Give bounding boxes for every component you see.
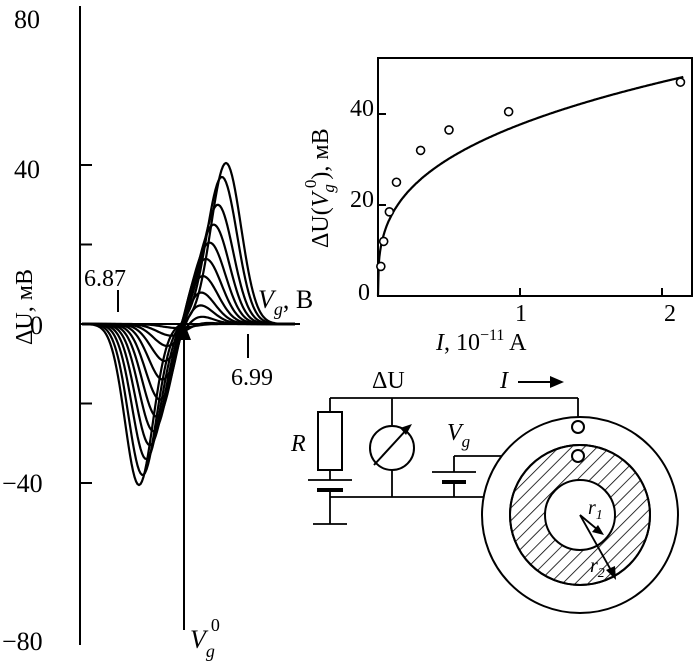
right-ytick-0: 0 bbox=[358, 280, 370, 306]
ring-outer-edge bbox=[509, 444, 651, 586]
meter-label: ΔU bbox=[372, 368, 405, 394]
fit-curve bbox=[376, 75, 684, 297]
r1-arrow-head bbox=[592, 525, 604, 535]
left-chart: 80 40 0 −40 −80 ΔU, мВ 6.87 6.99 Vg, В V… bbox=[2, 5, 313, 661]
voltmeter-needle bbox=[373, 427, 409, 466]
outer-contact-pad bbox=[571, 420, 585, 434]
data-points bbox=[376, 77, 686, 272]
right-xtick-1: 1 bbox=[515, 301, 527, 327]
current-label: I bbox=[499, 368, 509, 394]
left-xlabel: Vg, В bbox=[258, 285, 313, 319]
left-ytick-neg40: −40 bbox=[2, 469, 43, 498]
response-curve bbox=[82, 322, 295, 330]
vg0-label: Vg0 bbox=[190, 615, 220, 661]
left-ytick-80: 80 bbox=[14, 5, 40, 34]
right-xtick-2: 2 bbox=[664, 301, 676, 327]
data-point bbox=[384, 207, 395, 217]
right-ylabel: ΔU(Vg0), мВ bbox=[301, 128, 338, 248]
left-ylabel: ΔU, мВ bbox=[12, 269, 38, 345]
circuit-diagram: R ΔU I Vg bbox=[290, 368, 679, 614]
v-high-label: 6.99 bbox=[231, 365, 273, 391]
data-point bbox=[376, 261, 386, 272]
data-point bbox=[444, 125, 454, 135]
response-curve bbox=[82, 203, 295, 461]
right-ytick-40: 40 bbox=[350, 96, 374, 122]
right-ticks bbox=[378, 113, 663, 296]
resistor-label: R bbox=[290, 431, 306, 457]
gate-label: Vg bbox=[447, 420, 470, 451]
r2-line bbox=[579, 514, 613, 573]
left-curves bbox=[81, 161, 295, 487]
right-plot-frame bbox=[377, 57, 693, 297]
gate-label-sub: g bbox=[462, 432, 471, 451]
left-ytick-40: 40 bbox=[14, 155, 40, 184]
r2-arrow-head bbox=[606, 566, 616, 580]
left-ytick-0: 0 bbox=[30, 311, 43, 340]
data-point bbox=[378, 236, 389, 247]
left-ytick-neg80: −80 bbox=[2, 627, 43, 656]
data-point bbox=[675, 77, 686, 87]
right-ytick-20: 20 bbox=[350, 187, 374, 213]
current-arrow-head bbox=[550, 376, 564, 388]
data-point bbox=[503, 106, 514, 117]
voltmeter-needle-head bbox=[400, 424, 412, 435]
resistor bbox=[317, 411, 343, 471]
data-point bbox=[391, 177, 402, 188]
r1-line bbox=[579, 514, 599, 531]
right-chart: 40 20 0 1 2 ΔU(Vg0), мВ I, 10−11 A bbox=[301, 57, 693, 356]
v-low-label: 6.87 bbox=[84, 266, 126, 292]
data-point bbox=[415, 145, 426, 156]
right-xlabel: I, 10−11 A bbox=[435, 327, 527, 356]
vg0-arrow-head bbox=[177, 322, 191, 340]
gate-contact-pad bbox=[571, 449, 585, 463]
